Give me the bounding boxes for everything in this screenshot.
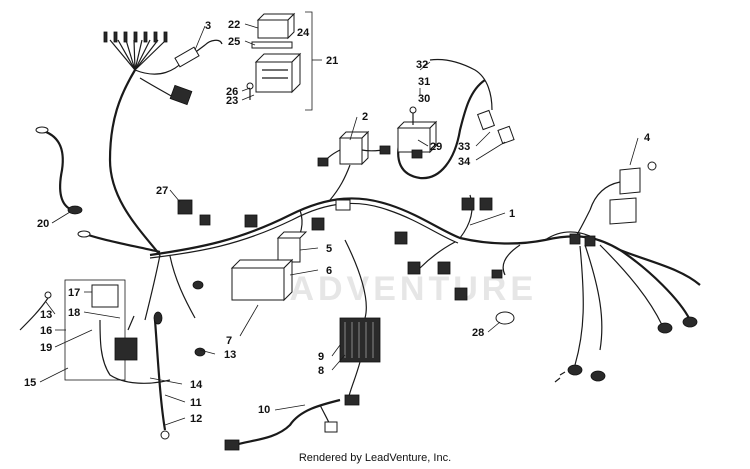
callout-32: 32 [416,59,428,71]
callout-13-right: 13 [224,349,236,361]
callout-29: 29 [430,141,442,153]
callout-22: 22 [228,19,240,31]
callout-26: 26 [226,86,238,98]
fuse-block-assembly [246,12,302,100]
right-sensor-leads [554,244,698,383]
callout-18: 18 [68,307,80,319]
callout-34: 34 [458,156,471,168]
inline-fuse-holder [169,39,223,106]
leader-lines [39,23,639,426]
upper-branch-wires [103,31,186,256]
callout-33: 33 [458,141,470,153]
callout-5: 5 [326,243,332,255]
callout-6: 6 [326,265,332,277]
callout-20: 20 [37,218,49,230]
modules-items-5-6-7 [230,231,308,302]
callout-15: 15 [24,377,36,389]
clip-item-28 [495,311,515,325]
main-wiring-harness [149,164,701,286]
callout-10: 10 [258,404,270,416]
callout-1: 1 [509,208,515,220]
callout-24: 24 [297,27,310,39]
callout-4: 4 [644,132,651,144]
callout-28: 28 [472,327,484,339]
module-item-2 [317,130,391,167]
bracket-item-4 [574,161,657,239]
callout-25: 25 [228,36,240,48]
callout-11: 11 [190,397,202,409]
callout-3: 3 [205,20,211,32]
callout-2: 2 [362,111,368,123]
ignition-coil-assembly [396,58,515,180]
callout-7: 7 [226,335,232,347]
callout-labels: 1 2 3 4 5 6 7 8 9 10 11 12 13 13 14 15 1… [24,19,651,425]
callout-12: 12 [190,413,202,425]
battery-cable-item-20 [35,126,161,254]
callout-8: 8 [318,365,324,377]
voltage-regulator-item-8 [339,239,381,401]
trunk-connectors [177,197,596,301]
callout-19: 19 [40,342,52,354]
callout-23: 23 [226,95,238,107]
lower-harness-item-10 [224,394,360,451]
callout-21-bracket [305,11,322,111]
callout-13-left: 13 [40,309,52,321]
callout-9: 9 [318,351,324,363]
footer-credit: Rendered by LeadVenture, Inc. [298,452,452,464]
callout-21: 21 [326,55,338,67]
callout-16: 16 [40,325,52,337]
callout-30: 30 [418,93,430,105]
callout-17: 17 [68,287,80,299]
callout-27: 27 [156,185,168,197]
relay-cluster-left [19,254,206,440]
callout-31: 31 [418,76,430,88]
callout-14: 14 [190,379,203,391]
